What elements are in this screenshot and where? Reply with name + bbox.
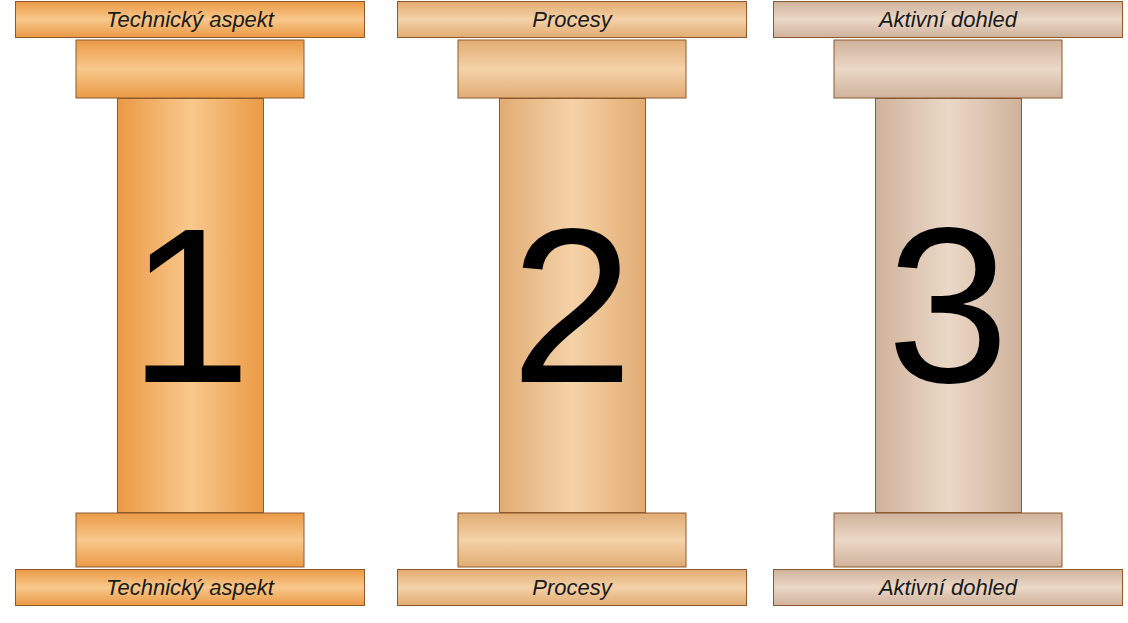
pillar-number: 2 [511, 196, 633, 416]
pillar-slab: Aktivní dohled [773, 1, 1123, 38]
pillar-shaft: 3 [875, 98, 1022, 513]
pillar-label: Procesy [532, 577, 611, 599]
pillar-slab: Procesy [397, 569, 747, 606]
pillar-label: Aktivní dohled [879, 9, 1017, 31]
pillar-shaft: 1 [117, 98, 264, 513]
capital-block [76, 40, 1062, 567]
pillar-label: Technický aspekt [106, 577, 274, 599]
pillar-slab: Technický aspekt [15, 1, 365, 38]
pillar-number: 3 [887, 196, 1009, 416]
pillar-label: Procesy [532, 9, 611, 31]
pillar-label: Aktivní dohled [879, 577, 1017, 599]
pillar-label: Technický aspekt [106, 9, 274, 31]
pillar-shaft: 2 [499, 98, 646, 513]
pillar-slab: Technický aspekt [15, 569, 365, 606]
pillar-slab: Procesy [397, 1, 747, 38]
pillar-slab: Aktivní dohled [773, 569, 1123, 606]
pillar-number: 1 [129, 196, 251, 416]
